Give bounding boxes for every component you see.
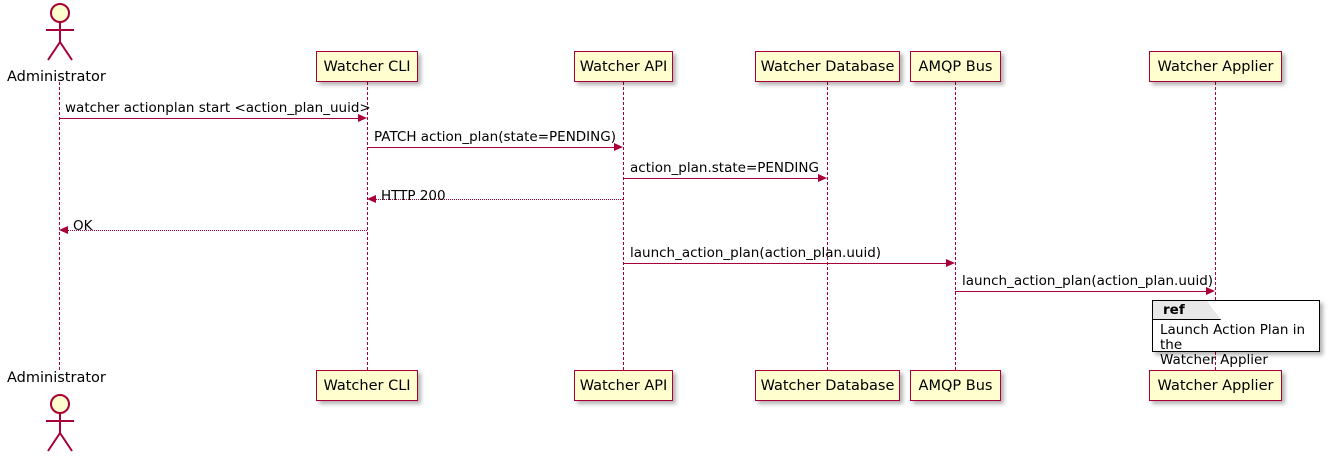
participant-watcher-database-top[interactable]: Watcher Database (755, 51, 900, 82)
ref-fragment-text-line-2: Watcher Applier (1160, 352, 1268, 368)
message-label-watcher-actionplan-start: watcher actionplan start <action_plan_uu… (65, 100, 371, 116)
lifeline-watcher-database (827, 82, 828, 370)
participant-amqp-bus-top[interactable]: AMQP Bus (910, 51, 1001, 82)
message-arrow-launch-action-plan-amqp-applier (955, 291, 1207, 292)
message-arrow-ok (68, 230, 367, 231)
participant-watcher-cli-top[interactable]: Watcher CLI (316, 51, 418, 82)
actor-label-administrator-top: Administrator (7, 69, 106, 85)
participant-watcher-applier-bottom[interactable]: Watcher Applier (1149, 370, 1282, 401)
message-label-launch-action-plan-amqp-applier: launch_action_plan(action_plan.uuid) (962, 273, 1214, 289)
message-arrow-watcher-actionplan-start (59, 118, 359, 119)
message-label-patch-action-plan: PATCH action_plan(state=PENDING) (374, 129, 616, 145)
participant-amqp-bus-bottom[interactable]: AMQP Bus (910, 370, 1001, 401)
message-label-action-plan-state-pending: action_plan.state=PENDING (630, 160, 819, 176)
ref-fragment-body: Launch Action Plan in the Watcher Applie… (1160, 323, 1315, 368)
lifeline-watcher-cli (367, 82, 368, 370)
actor-icon-administrator-bottom (46, 394, 74, 452)
actor-icon-administrator-top (46, 3, 74, 61)
arrowhead-http-200 (367, 194, 376, 203)
message-arrow-launch-action-plan-api-amqp (623, 263, 947, 264)
participant-watcher-database-bottom[interactable]: Watcher Database (755, 370, 900, 401)
actor-label-administrator-bottom: Administrator (7, 370, 106, 386)
arrowhead-action-plan-state-pending (818, 173, 827, 182)
arrowhead-watcher-actionplan-start (358, 113, 367, 122)
message-label-http-200: HTTP 200 (381, 188, 446, 204)
message-arrow-action-plan-state-pending (623, 178, 819, 179)
lifeline-watcher-applier (1215, 82, 1216, 370)
message-arrow-patch-action-plan (367, 147, 615, 148)
message-label-ok: OK (73, 218, 93, 234)
ref-fragment-launch-action-plan: ref Launch Action Plan in the Watcher Ap… (1152, 300, 1320, 368)
ref-fragment-tab-label: ref (1153, 301, 1221, 320)
participant-watcher-applier-top[interactable]: Watcher Applier (1149, 51, 1282, 82)
message-label-launch-action-plan-api-amqp: launch_action_plan(action_plan.uuid) (630, 245, 882, 261)
ref-fragment-text-line-1: Launch Action Plan in the (1160, 322, 1306, 353)
lifeline-amqp-bus (955, 82, 956, 370)
participant-watcher-cli-bottom[interactable]: Watcher CLI (316, 370, 418, 401)
arrowhead-launch-action-plan-amqp-applier (1206, 286, 1215, 295)
arrowhead-launch-action-plan-api-amqp (946, 258, 955, 267)
participant-watcher-api-bottom[interactable]: Watcher API (574, 370, 673, 401)
participant-watcher-api-top[interactable]: Watcher API (574, 51, 673, 82)
lifeline-watcher-api (623, 82, 624, 370)
arrowhead-ok (59, 225, 68, 234)
arrowhead-patch-action-plan (614, 142, 623, 151)
message-arrow-http-200 (376, 199, 623, 200)
